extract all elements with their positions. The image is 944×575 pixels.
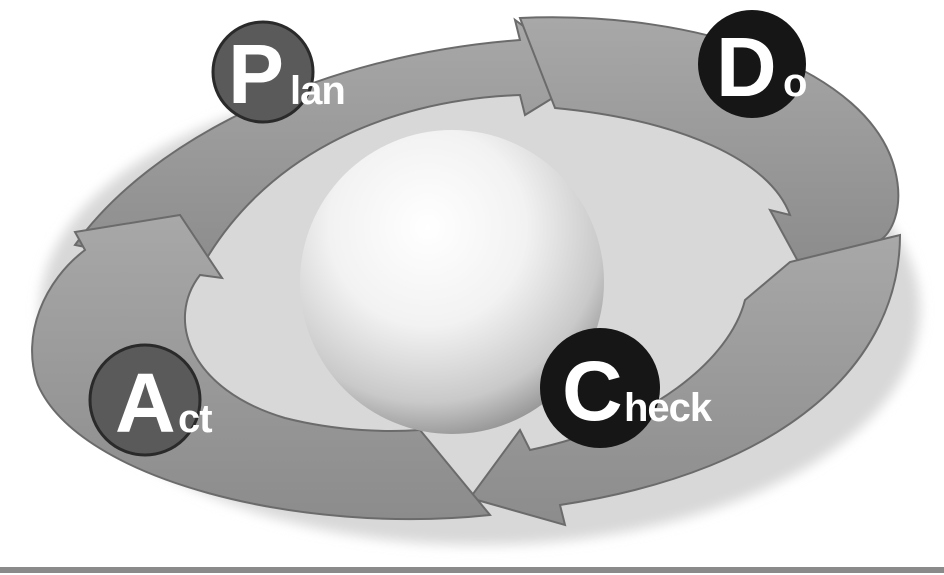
do-initial: D bbox=[716, 20, 775, 114]
check-circle bbox=[540, 328, 660, 448]
act-circle bbox=[88, 343, 202, 457]
do-rest: o bbox=[783, 61, 806, 105]
stage-check: C heck bbox=[540, 328, 714, 448]
stage-do: D o bbox=[698, 10, 807, 118]
center-sphere bbox=[300, 130, 604, 434]
bottom-divider bbox=[0, 567, 944, 573]
act-initial: A bbox=[115, 356, 174, 450]
do-circle bbox=[698, 10, 806, 118]
arrow-check-to-act bbox=[468, 233, 902, 527]
stage-plan: P lan bbox=[211, 20, 346, 124]
check-rest: heck bbox=[624, 386, 713, 430]
plan-rest: lan bbox=[290, 69, 345, 113]
stage-act: A ct bbox=[88, 343, 213, 457]
plan-circle bbox=[211, 20, 315, 124]
act-rest: ct bbox=[178, 397, 212, 441]
plan-initial: P bbox=[228, 27, 282, 121]
arrow-plan-to-do bbox=[73, 17, 592, 272]
check-initial: C bbox=[562, 344, 621, 438]
